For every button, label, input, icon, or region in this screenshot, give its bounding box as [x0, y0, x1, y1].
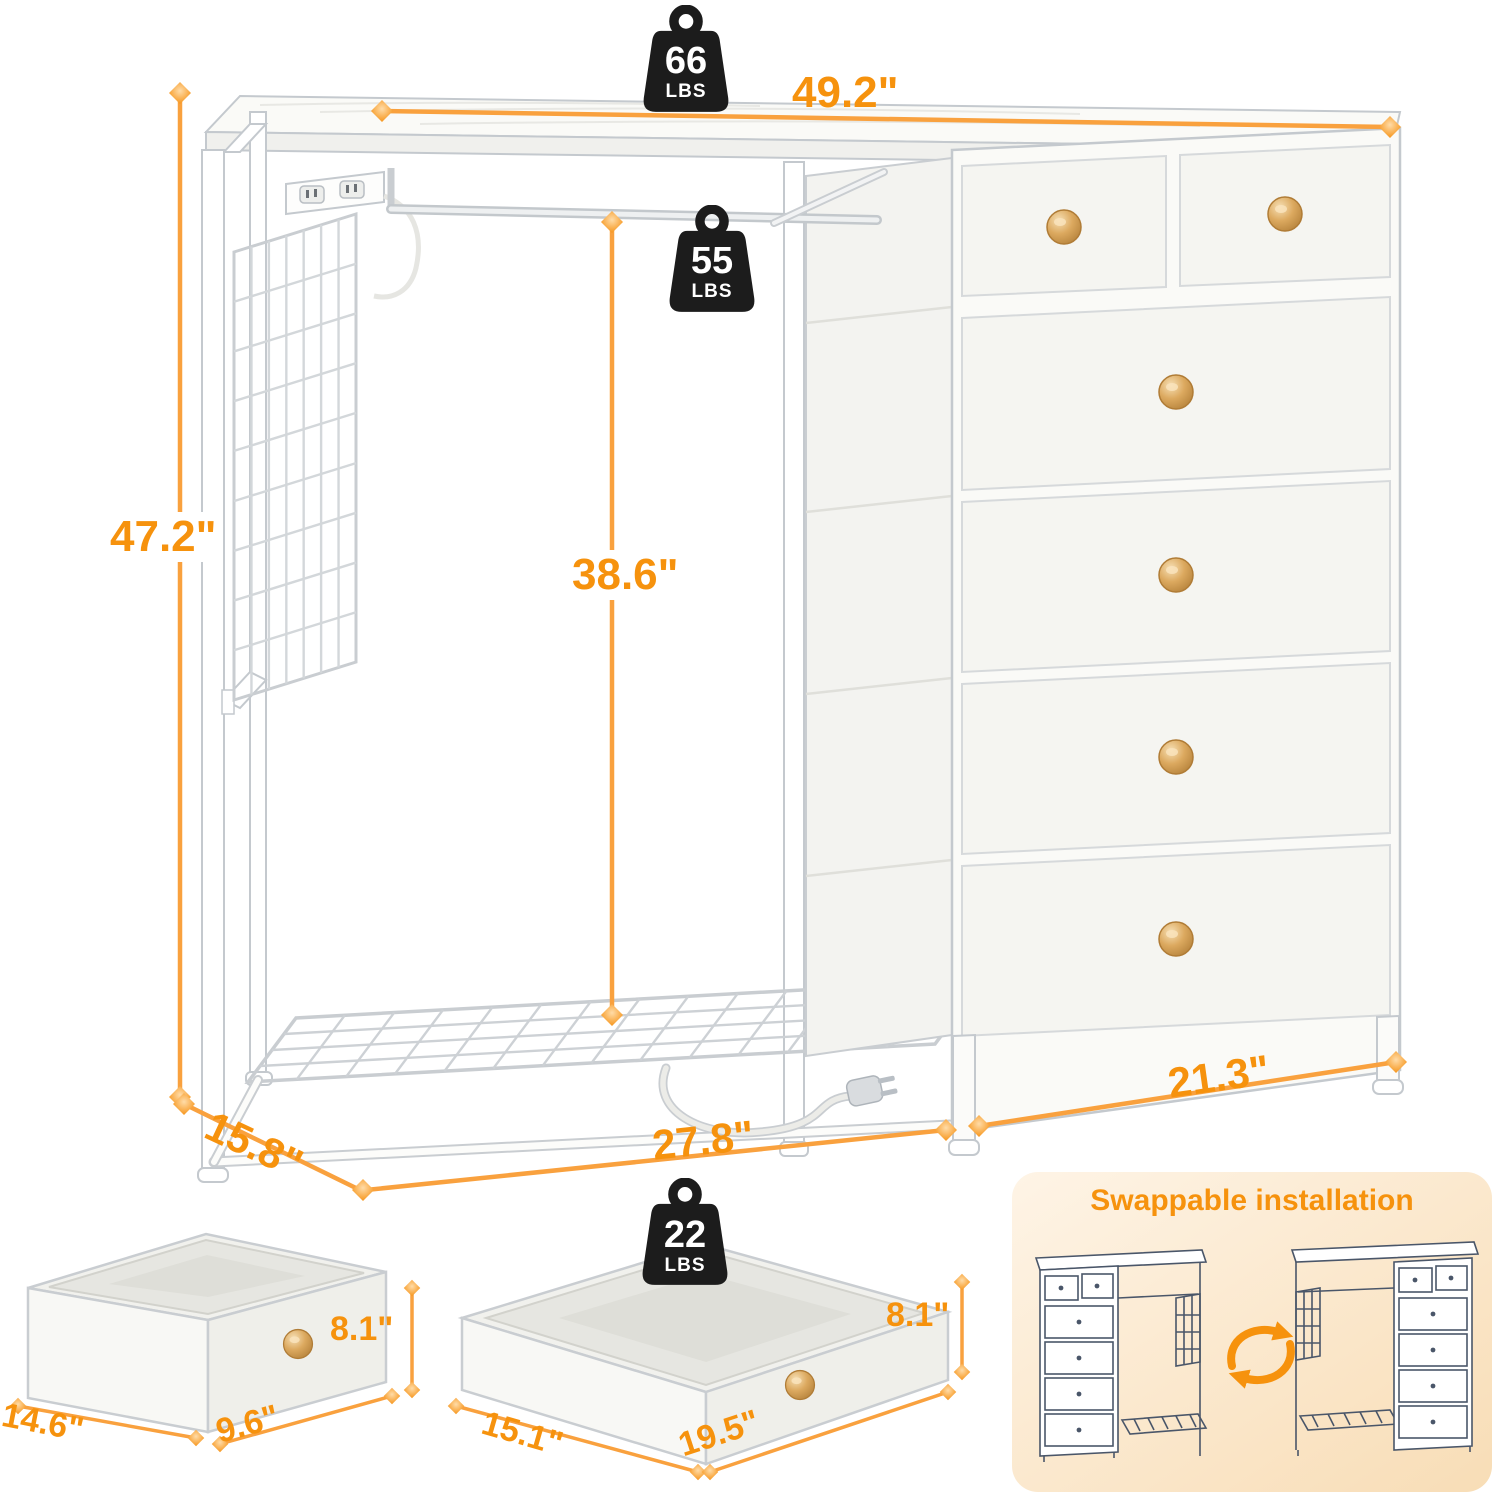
- side-grid-panel: [234, 214, 356, 700]
- drawer-small-height-label: 8.1": [330, 1310, 394, 1348]
- weight-66-unit: LBS: [665, 81, 707, 102]
- drawer-knob: [784, 1369, 816, 1401]
- bottom-rails: [208, 1075, 956, 1168]
- swappable-panel-title: Swappable installation: [1090, 1184, 1414, 1217]
- dim-label-overall-height: 47.2": [104, 512, 223, 562]
- dim-line-rack-width: [363, 1127, 949, 1193]
- weight-capacity-icons: [643, 9, 755, 1285]
- drawer-illustration-wide: [457, 1242, 953, 1466]
- swap-arrows-icon: [1227, 1321, 1295, 1389]
- power-outlet-icon: [285, 170, 421, 300]
- dim-label-overall-width: 49.2": [792, 68, 899, 117]
- power-cord: [658, 1063, 898, 1138]
- weight-55-label: 55 LBS: [659, 240, 765, 302]
- swappable-panel: [1012, 1172, 1492, 1492]
- weight-55-unit: LBS: [691, 281, 733, 302]
- drawer-knob: [282, 1328, 314, 1360]
- weight-22-label: 22 LBS: [632, 1214, 738, 1276]
- mini-layout-dresser-left: [1034, 1249, 1208, 1462]
- dim-label-rod-height: 38.6": [566, 550, 685, 600]
- dim-line-dresser-width: [976, 1059, 1399, 1129]
- dresser: [948, 126, 1404, 1156]
- drawer-wide-height-label: 8.1": [886, 1296, 950, 1334]
- dim-line-depth: [181, 1101, 363, 1193]
- dim-line-overall-width: [379, 108, 1393, 130]
- drawer-illustration-small: [26, 1232, 388, 1434]
- weight-55-value: 55: [690, 240, 734, 282]
- plug-icon: [845, 1075, 898, 1107]
- hanging-rod: [386, 168, 888, 227]
- weight-66-value: 66: [664, 40, 708, 82]
- weight-22-value: 22: [663, 1214, 707, 1256]
- drawer-dimension-lines: [16, 1280, 964, 1474]
- weight-66-label: 66 LBS: [633, 40, 739, 102]
- weight-22-unit: LBS: [664, 1255, 706, 1276]
- dresser-side-panel: [805, 156, 953, 1058]
- dimension-lines: [177, 90, 1399, 1193]
- rear-post: [783, 161, 805, 1143]
- mini-layout-dresser-right: [1290, 1241, 1480, 1456]
- furniture-illustration: [198, 96, 1403, 1182]
